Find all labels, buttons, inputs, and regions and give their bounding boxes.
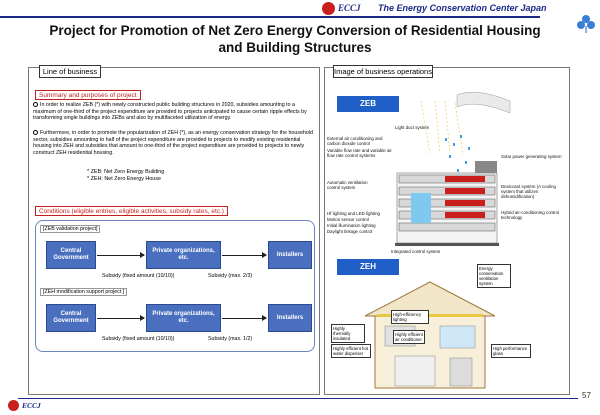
bullet-icon xyxy=(33,130,38,135)
desiccant-label: Desiccant system (A cooling system that … xyxy=(501,184,556,200)
business-operations-heading: Image of business operations xyxy=(333,65,433,78)
page-number: 57 xyxy=(582,391,591,400)
note-zeh: * ZEH: Net Zero Energy House xyxy=(87,176,162,182)
zeb-subsidy-max: Subsidy (max. 2/3) xyxy=(208,273,253,279)
eccj-logo-text: ECCJ xyxy=(338,3,361,13)
organization-name: The Energy Conservation Center Japan xyxy=(378,3,547,13)
footer-logo-text: ECCJ xyxy=(22,401,41,410)
zeh-subsidy-max: Subsidy (max. 1/2) xyxy=(208,336,253,342)
eccj-logo-icon xyxy=(322,2,335,15)
central-government-box: Central Government xyxy=(46,241,96,269)
private-organizations-box: Private organizations, etc. xyxy=(146,304,221,332)
zeb-subsidy-fixed: Subsidy (fixed amount (10/10)) xyxy=(102,273,175,279)
line-of-business-panel: Line of business Summary and purposes of… xyxy=(28,65,320,395)
high-efficiency-lighting-label: High-efficiency lighting xyxy=(391,310,429,324)
auto-ventilation-label: Automatic ventilation control system xyxy=(327,180,368,191)
zeh-project-label: [ZEH modification support project ] xyxy=(40,288,128,296)
arrow-right-icon xyxy=(97,315,145,321)
subsidy-flow-box: [ZEB validation project] Central Governm… xyxy=(35,220,315,352)
external-air-label: External air conditioning and carbon dio… xyxy=(327,136,383,147)
installers-box: Installers xyxy=(268,241,312,269)
clover-icon xyxy=(577,15,595,33)
paragraph-zeh: Furthermore, in order to promote the pop… xyxy=(33,130,313,156)
installers-box: Installers xyxy=(268,304,312,332)
header-divider xyxy=(0,16,540,18)
line-of-business-heading: Line of business xyxy=(39,65,101,78)
variable-flow-label: Variable flow rate and variable air flow… xyxy=(327,148,392,159)
arrow-right-icon xyxy=(222,252,267,258)
integrated-control-label: Integrated control system xyxy=(391,249,441,254)
eccj-logo-icon xyxy=(8,400,19,411)
arrow-right-icon xyxy=(222,315,267,321)
footnotes: * ZEB: Net Zero Energy Building * ZEH: N… xyxy=(87,169,164,183)
note-zeb: * ZEB: Net Zero Energy Building xyxy=(87,169,165,175)
highly-thermally-insulated-label: Highly thermally insulated xyxy=(331,324,365,343)
zeh-house-illustration xyxy=(364,281,496,389)
light-duct-label: Light duct system xyxy=(395,125,430,130)
zeb-label: ZEB xyxy=(337,96,399,112)
conditions-label: Conditions (eligible entries, eligible a… xyxy=(35,206,228,216)
highly-efficient-ac-label: Highly efficient air conditioner xyxy=(393,330,425,344)
business-operations-panel: Image of business operations xyxy=(324,65,570,395)
zeb-project-label: [ZEB validation project] xyxy=(40,225,101,233)
footer-divider xyxy=(18,398,578,399)
high-performance-glass-label: High performance glass xyxy=(491,344,531,358)
hybrid-ac-label: Hybrid air-conditioning control technolo… xyxy=(501,210,560,221)
motion-sensor-label: Motion sensor control xyxy=(327,217,369,222)
zeh-subsidy-fixed: Subsidy (fixed amount (10/10)) xyxy=(102,336,175,342)
page-title: Project for Promotion of Net Zero Energy… xyxy=(49,23,541,55)
zeb-building-illustration xyxy=(395,91,511,246)
energy-conservation-ventilation-label: Energy conservation ventilation system xyxy=(477,264,511,288)
summary-label: Summary and purposes of project xyxy=(35,90,141,100)
private-organizations-box: Private organizations, etc. xyxy=(146,241,221,269)
daylight-linkage-label: Daylight linkage control xyxy=(327,229,373,234)
hf-lighting-label: Hf lighting and LED lighting xyxy=(327,211,380,216)
initial-illumination-label: Initial illumination lighting xyxy=(327,223,376,228)
central-government-box: Central Government xyxy=(46,304,96,332)
solar-power-label: Solar power generating system xyxy=(501,154,562,159)
bullet-icon xyxy=(33,102,38,107)
arrow-right-icon xyxy=(97,252,145,258)
highly-efficient-water-label: Highly efficient hot water dispenser xyxy=(331,344,371,358)
paragraph-zeb: In order to realize ZEB (*) with newly c… xyxy=(33,102,307,121)
zeh-label: ZEH xyxy=(337,259,399,275)
